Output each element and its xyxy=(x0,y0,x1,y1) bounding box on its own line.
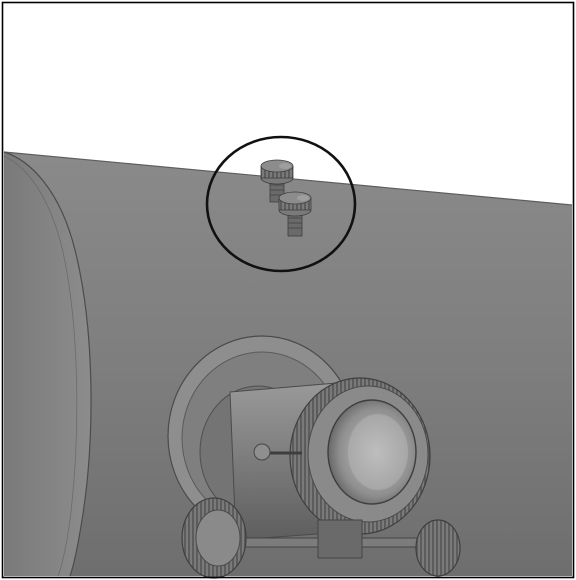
thumb-screw-lower xyxy=(278,191,312,237)
callout-circle xyxy=(205,135,357,273)
set-screw-head xyxy=(253,443,271,461)
focus-knob-right xyxy=(415,519,461,577)
end-cap-rim xyxy=(3,151,92,577)
thumb-screw-upper xyxy=(260,159,294,203)
focus-knob-left-cap xyxy=(195,509,241,567)
end-cap-inner-rim xyxy=(3,155,78,577)
focuser-gearbox xyxy=(317,519,363,559)
bore-highlight xyxy=(348,414,408,490)
tube-end-cap xyxy=(4,152,92,576)
